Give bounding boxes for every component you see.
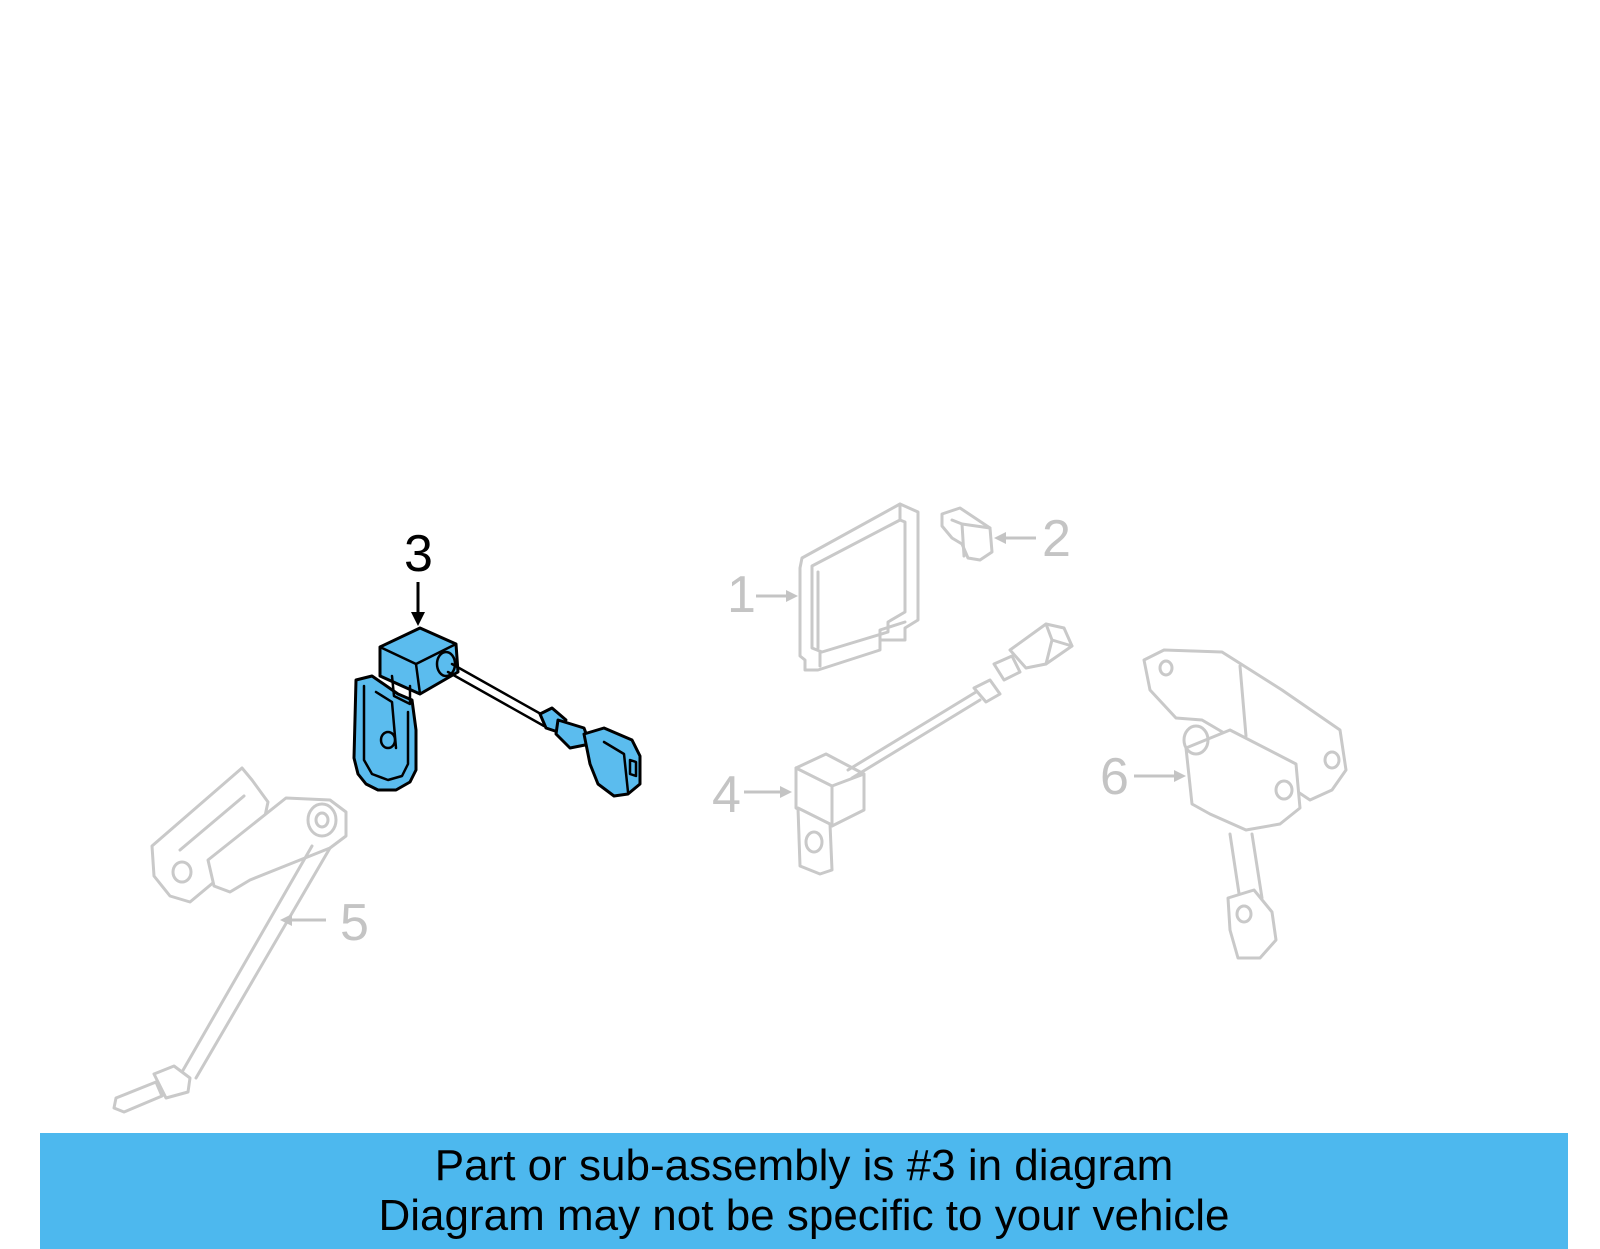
part-3-level-sensor (352, 626, 642, 798)
callout-6-label: 6 (1100, 748, 1129, 806)
callout-4: 4 (712, 766, 792, 824)
callout-5: 5 (280, 894, 369, 952)
part-4-sensor (794, 622, 1074, 876)
part-2-clip (940, 506, 994, 562)
banner-line-2: Diagram may not be specific to your vehi… (378, 1191, 1230, 1240)
callout-2: 2 (994, 510, 1071, 568)
part-1-control-module (798, 502, 920, 672)
callout-3-label: 3 (404, 525, 433, 583)
part-6-sensor-bracket (1142, 648, 1348, 960)
callout-4-label: 4 (712, 766, 741, 824)
callout-2-label: 2 (1042, 510, 1071, 568)
callout-1: 1 (727, 566, 798, 624)
banner-line-1: Part or sub-assembly is #3 in diagram (434, 1141, 1174, 1190)
info-banner: Part or sub-assembly is #3 in diagram Di… (40, 1133, 1568, 1249)
callout-6: 6 (1100, 748, 1186, 806)
callout-1-label: 1 (727, 566, 756, 624)
part-5-link-arm (112, 766, 348, 1114)
callout-5-label: 5 (340, 894, 369, 952)
callout-3: 3 (404, 525, 433, 626)
